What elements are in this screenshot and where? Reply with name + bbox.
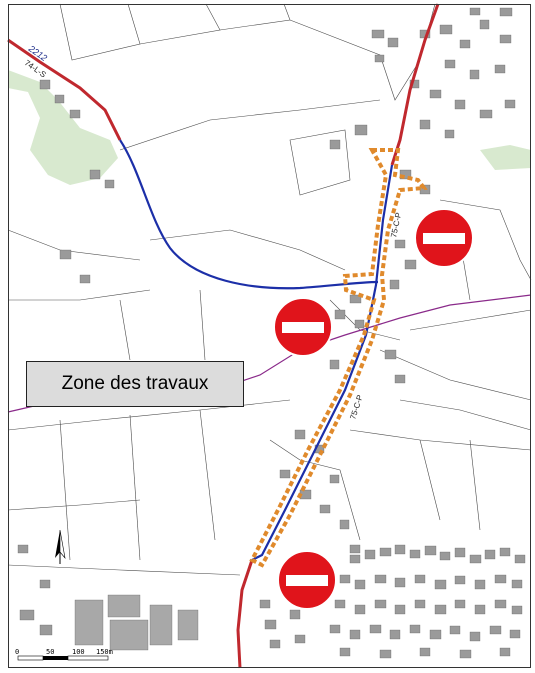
main-road-upper bbox=[7, 38, 122, 141]
scale-bar: 0 50 100 150m bbox=[15, 648, 113, 661]
scale-tick-150: 150m bbox=[96, 648, 113, 656]
no-entry-sign-2 bbox=[273, 297, 333, 357]
work-zone-label: Zone des travaux bbox=[26, 361, 244, 407]
no-entry-sign-1 bbox=[414, 208, 474, 268]
work-zone-label-text: Zone des travaux bbox=[61, 373, 209, 394]
forest-area bbox=[8, 70, 118, 185]
field-parcels bbox=[7, 3, 532, 576]
north-arrow-icon bbox=[55, 529, 66, 564]
scale-tick-0: 0 bbox=[15, 648, 19, 656]
main-road-south bbox=[236, 559, 254, 669]
scale-tick-50: 50 bbox=[46, 648, 54, 656]
forest-area-small bbox=[480, 145, 531, 170]
work-zone-outline bbox=[249, 148, 428, 568]
no-entry-sign-3 bbox=[277, 550, 337, 610]
scale-tick-100: 100 bbox=[72, 648, 85, 656]
buildings bbox=[17, 7, 526, 659]
detour-route-west bbox=[119, 139, 379, 290]
detour-route-main bbox=[251, 164, 394, 561]
